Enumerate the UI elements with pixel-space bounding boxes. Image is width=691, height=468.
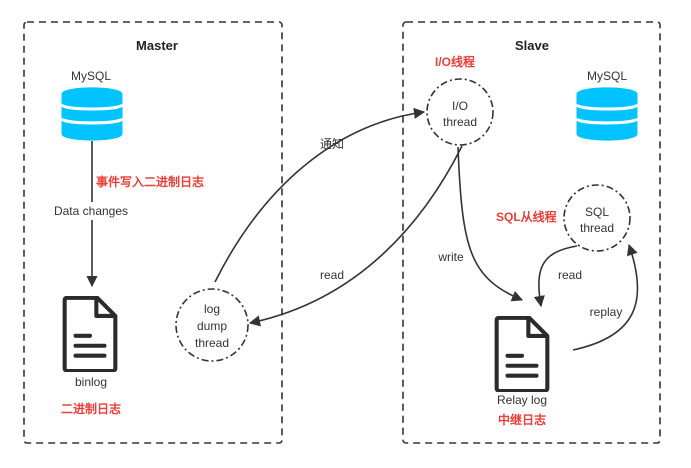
- io-thread-node: I/O thread: [426, 78, 494, 146]
- read-dump-label: read: [320, 268, 344, 282]
- sql-thread-node: SQL thread: [563, 184, 631, 252]
- notify-arrow: [214, 107, 426, 283]
- slave-db-label: MySQL: [587, 69, 627, 83]
- read-dump-arrow: [248, 145, 463, 327]
- data-changes-label: Data changes: [54, 204, 128, 218]
- event-write-note: 事件写入二进制日志: [96, 174, 204, 189]
- dump-thread-line1: log: [204, 302, 220, 316]
- dump-thread-line2: dump: [197, 319, 227, 333]
- binlog-note: 二进制日志: [61, 401, 121, 416]
- master-db-label: MySQL: [71, 69, 111, 83]
- document-icon: [497, 318, 548, 391]
- log-dump-thread-node: log dump thread: [175, 288, 249, 362]
- sql-thread-line2: thread: [580, 221, 614, 235]
- read-sql-arrow: [533, 245, 578, 308]
- io-thread-note: I/O线程: [435, 54, 475, 69]
- database-icon: [574, 87, 640, 141]
- io-thread-line1: I/O: [452, 99, 468, 113]
- document-icon: [65, 298, 116, 371]
- sql-thread-note: SQL从线程: [496, 209, 557, 224]
- master-panel: [23, 21, 283, 444]
- replay-arrow: [572, 243, 639, 351]
- database-icon: [59, 87, 125, 141]
- sql-thread-line1: SQL: [585, 205, 609, 219]
- read-sql-label: read: [558, 268, 582, 282]
- data-changes-backdrop: [44, 202, 138, 220]
- relay-log-label: Relay log: [497, 393, 547, 407]
- binlog-label: binlog: [75, 375, 107, 389]
- notify-label: 通知: [320, 137, 344, 151]
- master-title: Master: [136, 38, 178, 53]
- slave-panel: [402, 21, 661, 444]
- write-arrow: [457, 146, 524, 302]
- replay-label: replay: [590, 305, 623, 319]
- write-label: write: [437, 250, 464, 264]
- relay-log-note: 中继日志: [498, 412, 546, 427]
- slave-title: Slave: [515, 38, 549, 53]
- dump-thread-line3: thread: [195, 336, 229, 350]
- io-thread-line2: thread: [443, 115, 477, 129]
